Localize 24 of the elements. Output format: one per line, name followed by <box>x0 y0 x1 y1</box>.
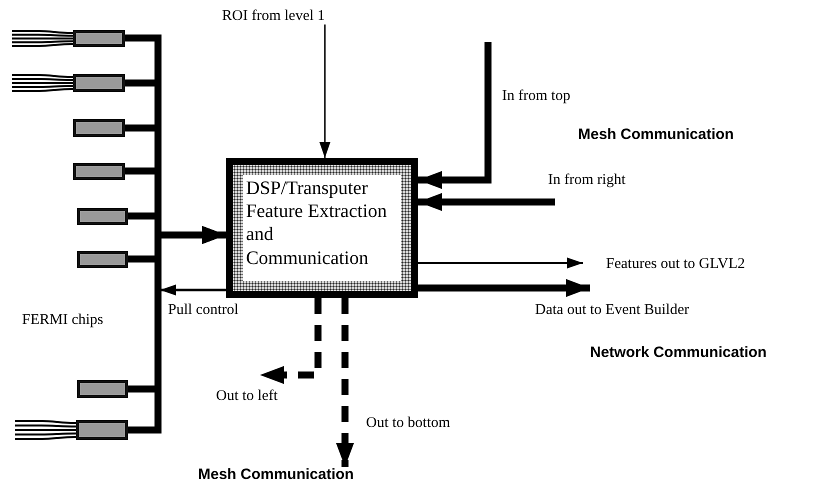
chip-drawing <box>15 420 128 440</box>
input-label: ROI from level 1 <box>222 8 325 24</box>
arrow <box>418 42 492 189</box>
arrow <box>260 298 322 384</box>
chip-drawing <box>12 30 125 47</box>
section-heading: Mesh Communication <box>198 467 354 484</box>
chip-drawing <box>73 163 125 180</box>
arrow <box>336 298 354 467</box>
chip-drawing <box>77 208 128 225</box>
group-label: FERMI chips <box>22 312 104 328</box>
processor-box: DSP/Transputer Feature Extraction and Communication <box>226 158 418 298</box>
edge-label: In from right <box>548 172 626 188</box>
edge-label: In from top <box>502 88 570 104</box>
chip-drawing <box>77 380 128 398</box>
chip-drawing <box>12 74 125 92</box>
chip-drawing <box>73 119 125 137</box>
section-heading: Network Communication <box>590 345 767 362</box>
arrow <box>418 258 583 268</box>
section-heading: Mesh Communication <box>578 127 734 144</box>
chip-drawing <box>77 251 128 268</box>
arrow <box>160 284 226 296</box>
arrow <box>418 193 555 211</box>
arrow <box>418 279 590 297</box>
arrow <box>319 24 330 158</box>
